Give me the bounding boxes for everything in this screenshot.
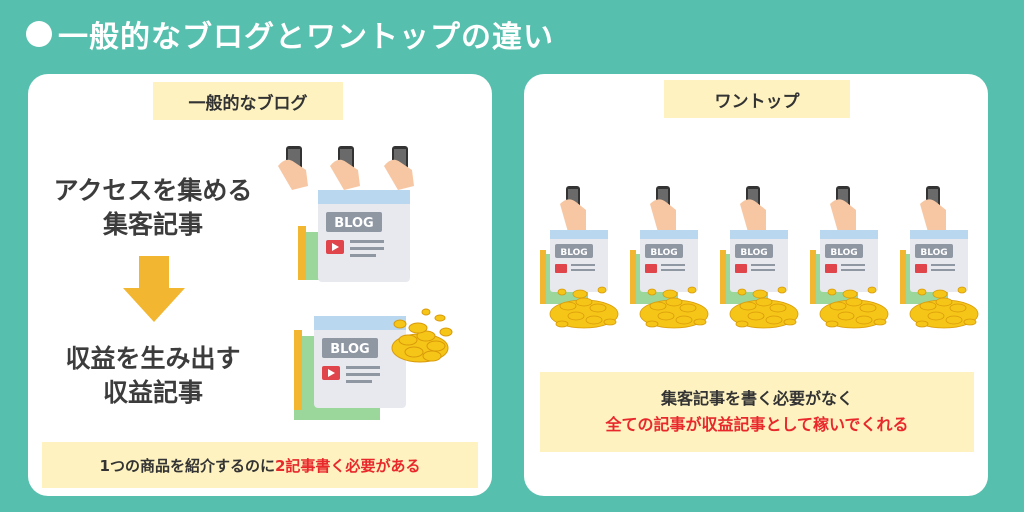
page-title: 一般的なブログとワントップの違い (26, 10, 554, 58)
blog-label-text: BLOG (560, 248, 587, 258)
blog-label-text: BLOG (830, 248, 857, 258)
svg-text:BLOG: BLOG (330, 342, 369, 357)
blog-phone-coins-icon: BLOG (810, 186, 889, 329)
hand-phone-icon (278, 146, 308, 190)
hand-phone-icon (650, 186, 676, 232)
revenue-line-1: 収益を生み出す (65, 344, 241, 373)
blog-window-icon: BLOG (640, 230, 698, 292)
blog-window-icon: BLOG (314, 316, 406, 408)
blog-phone-coins-icon: BLOG (630, 186, 709, 329)
left-note-highlight: 2記事書く必要がある (275, 456, 421, 475)
hand-phone-icon (740, 186, 766, 232)
right-note-line-1: 集客記事を書く必要がなく (660, 389, 853, 408)
coin-pile-icon (391, 308, 453, 363)
blog-window-icon: BLOG (820, 230, 878, 292)
hand-phone-icon (384, 146, 414, 190)
blog-phone-coins-icon: BLOG (720, 186, 799, 329)
blog-window-icon: BLOG (550, 230, 608, 292)
revenue-article-label: 収益を生み出す 収益記事 (28, 342, 278, 410)
right-panel-header: ワントップ (664, 80, 850, 118)
access-line-2: 集客記事 (102, 210, 203, 239)
right-note-line-2: 全ての記事が収益記事として稼いでくれる (605, 415, 909, 434)
blog-label-text: BLOG (650, 248, 677, 258)
blog-with-coins-icon: BLOG (294, 308, 453, 420)
left-note-prefix: 1つの商品を紹介するのに (99, 456, 275, 475)
blog-window-icon: BLOG (730, 230, 788, 292)
blog-phone-coins-icon: BLOG (540, 186, 619, 329)
blog-label-text: BLOG (334, 216, 373, 231)
left-panel-header: 一般的なブログ (153, 82, 343, 120)
blog-window-icon: BLOG (318, 190, 410, 282)
coin-pile-icon (909, 286, 979, 329)
right-panel-one-top: ワントップ BLOG BLOG BLOG BLOG BLOG 集客記事を書く必要がなく … (524, 74, 988, 496)
blog-window-icon: BLOG (910, 230, 968, 292)
left-note-text: 1つの商品を紹介するのに2記事書く必要がある (100, 455, 421, 476)
left-panel-general-blog: 一般的なブログ アクセスを集める 集客記事 収益を生み出す 収益記事 (28, 74, 492, 496)
blog-label-text: BLOG (920, 248, 947, 258)
coin-pile-icon (639, 286, 709, 329)
left-note-box: 1つの商品を紹介するのに2記事書く必要がある (42, 442, 478, 488)
hand-phone-icon (330, 146, 360, 190)
blog-phone-coins-icon: BLOG (900, 186, 979, 329)
blog-label-text: BLOG (740, 248, 767, 258)
coin-pile-icon (819, 286, 889, 329)
page-title-text: 一般的なブログとワントップの違い (58, 20, 554, 55)
access-line-1: アクセスを集める (53, 176, 253, 205)
hand-phone-icon (560, 186, 586, 232)
down-arrow-icon (123, 256, 185, 322)
hand-phone-icon (830, 186, 856, 232)
hand-phone-icon (920, 186, 946, 232)
bullet-dot-icon (26, 21, 52, 47)
coin-pile-icon (729, 286, 799, 329)
revenue-line-2: 収益記事 (102, 378, 203, 407)
right-note-box: 集客記事を書く必要がなく 全ての記事が収益記事として稼いでくれる (540, 372, 974, 452)
blog-with-hands-icon: BLOG (278, 146, 414, 282)
coin-pile-icon (549, 286, 619, 329)
access-article-label: アクセスを集める 集客記事 (28, 174, 278, 242)
